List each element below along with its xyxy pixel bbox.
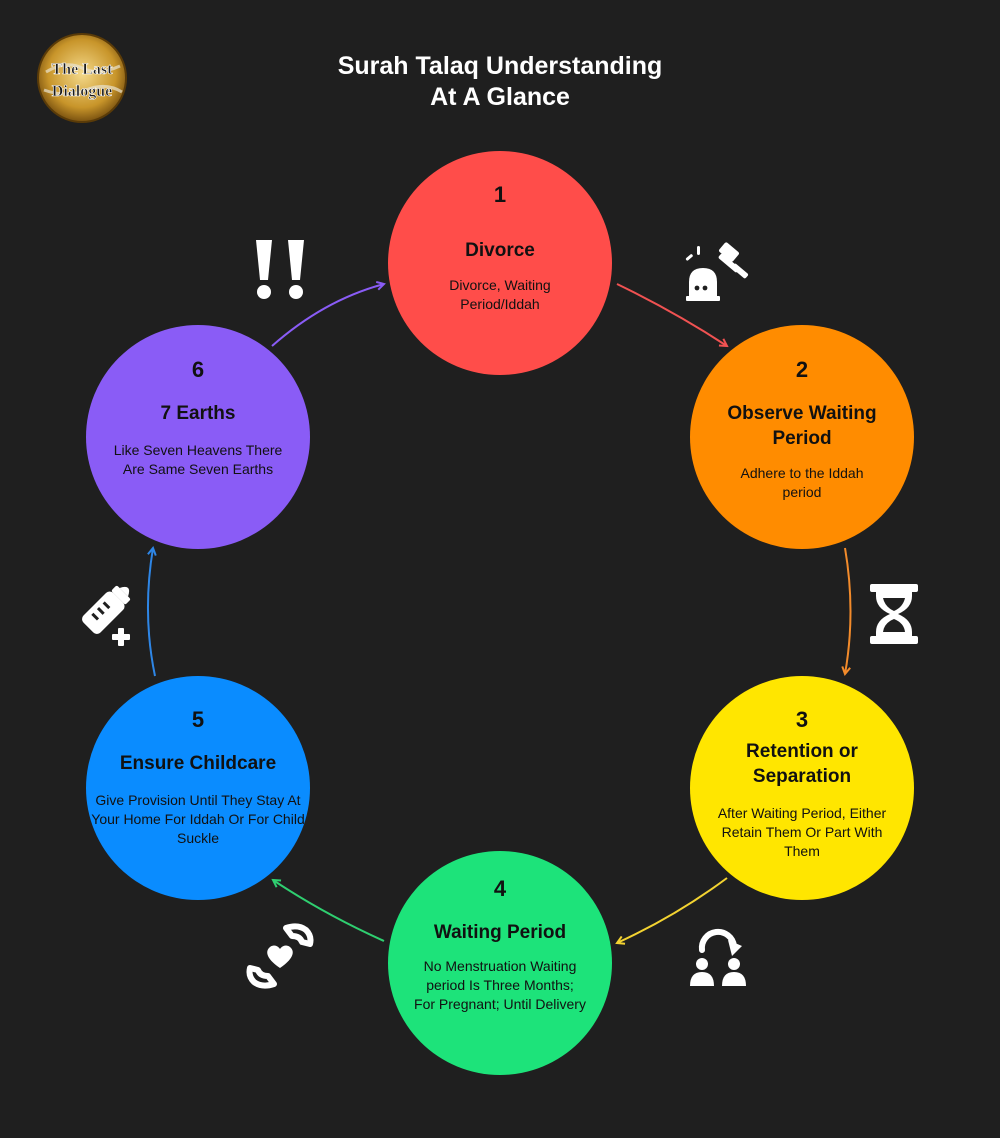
step-title: 7 Earths — [160, 403, 236, 424]
step-1-divorce: 1 Divorce Divorce, Waiting Period/Iddah — [388, 151, 612, 375]
step-description: After Waiting Period, Either Retain Them… — [717, 805, 887, 859]
step-number: 3 — [795, 707, 809, 732]
hourglass-icon — [868, 582, 920, 646]
brand-logo: The Last Dialogue — [36, 32, 128, 124]
logo-text-line1: The Last — [52, 61, 114, 78]
step-description: Give Provision Until They Stay At Your H… — [91, 792, 305, 846]
step-title: Retention or Separation — [746, 741, 858, 787]
step-5-ensure-childcare: 5 Ensure Childcare Give Provision Until … — [86, 676, 310, 900]
arrow-4-to-5 — [273, 880, 385, 942]
page-title-line2: At A Glance — [430, 83, 570, 111]
step-4-waiting-period: 4 Waiting Period No Menstruation Waiting… — [388, 851, 612, 1075]
step-3-retention-or-separation: 3 Retention or Separation After Waiting … — [690, 676, 914, 900]
step-number: 2 — [795, 357, 809, 382]
arrow-1-to-2 — [616, 283, 727, 346]
step-description: No Menstruation Waiting period Is Three … — [414, 958, 586, 1012]
step-title: Observe Waiting Period — [727, 403, 877, 449]
step-number: 1 — [493, 182, 507, 207]
page-title-line1: Surah Talaq Understanding — [337, 52, 663, 80]
hand-holding-heart-icon — [246, 922, 314, 990]
baby-bottle-plus-icon — [70, 578, 140, 648]
step-title: Divorce — [465, 240, 535, 261]
double-exclamation-icon — [252, 236, 312, 302]
step-description: Like Seven Heavens There Are Same Seven … — [113, 442, 283, 477]
gavel-icon — [683, 238, 751, 304]
step-title: Ensure Childcare — [119, 753, 277, 774]
step-title: Waiting Period — [433, 922, 567, 943]
step-number: 4 — [493, 876, 507, 901]
users-redo-icon — [688, 926, 750, 988]
step-description: Adhere to the Iddah period — [740, 465, 864, 500]
arrow-6-to-1 — [271, 284, 384, 347]
step-description: Divorce, Waiting Period/Iddah — [449, 277, 551, 312]
step-6-seven-earths: 6 7 Earths Like Seven Heavens There Are … — [86, 325, 310, 549]
globe-logo-icon: The Last Dialogue — [37, 33, 127, 123]
step-number: 6 — [191, 357, 205, 382]
arrow-3-to-4 — [617, 877, 728, 943]
arrow-2-to-3 — [845, 547, 852, 674]
step-2-observe-waiting-period: 2 Observe Waiting Period Adhere to the I… — [690, 325, 914, 549]
step-number: 5 — [191, 707, 205, 732]
arrow-5-to-6 — [147, 548, 155, 677]
logo-text-line2: Dialogue — [52, 83, 112, 100]
